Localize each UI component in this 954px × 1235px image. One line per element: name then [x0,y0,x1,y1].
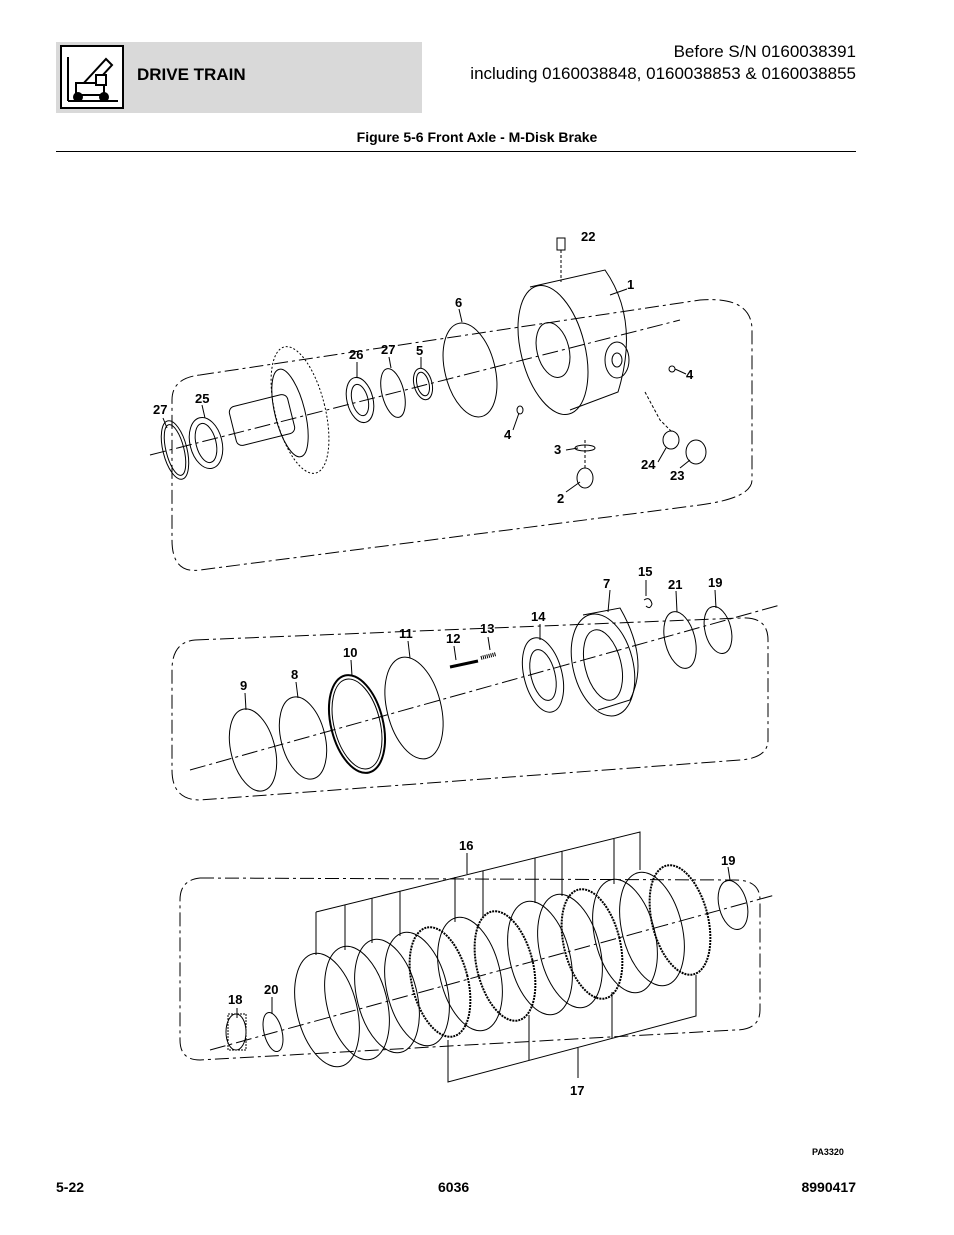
differential-carrier [228,394,296,446]
callout-4b: 4 [686,367,694,382]
serial-line-2: including 0160038848, 0160038853 & 01600… [470,64,856,83]
callout-13: 13 [480,621,494,636]
part-20-ring [262,1011,284,1053]
callout-27b: 27 [381,342,395,357]
page-number: 5-22 [56,1179,85,1195]
callout-23: 23 [670,468,684,483]
telehandler-icon [60,45,124,109]
callout-5: 5 [416,343,423,358]
part-4-plug [516,405,524,415]
callout-4a: 4 [504,427,512,442]
callout-16: 16 [459,838,473,853]
part-12-bolt [449,659,479,669]
part-21-ring [663,611,697,669]
part-25-bearing [188,416,224,470]
part-19-ring-b [717,880,749,930]
callout-9: 9 [240,678,247,693]
callout-18: 18 [228,992,242,1007]
callout-21: 21 [668,577,682,592]
figure-title: Figure 5-6 Front Axle - M-Disk Brake [356,129,598,145]
part-11-ring [384,656,444,760]
part-6-o-ring [442,322,498,418]
callout-27a: 27 [153,402,167,417]
group-boundary-lower [179,877,761,1061]
callout-7: 7 [603,576,610,591]
part-10-ring [328,674,386,774]
part-2-plug [576,467,594,489]
callout-24: 24 [641,457,656,472]
part-15-clip [643,598,653,609]
callout-bracket-16 [315,831,641,955]
manual-number: 8990417 [801,1179,856,1195]
part-13-spring [480,652,497,660]
callout-19a: 19 [708,575,722,590]
callout-12: 12 [446,631,460,646]
part-19-ring [703,606,733,654]
callout-2: 2 [557,491,564,506]
callout-26: 26 [349,347,363,362]
callout-3: 3 [554,442,561,457]
model-number: 6036 [438,1179,470,1195]
part-7-piston [570,613,636,717]
part-14-plate [521,637,565,713]
part-9-ring [228,708,278,792]
callout-17: 17 [570,1083,584,1098]
section-title: DRIVE TRAIN [137,65,246,84]
callout-14: 14 [531,609,546,624]
part-24-washer [662,430,680,450]
callout-15: 15 [638,564,652,579]
part-4-plug-b [668,365,676,373]
callout-19b: 19 [721,853,735,868]
callout-10: 10 [343,645,357,660]
callout-8: 8 [291,667,298,682]
part-8-ring [278,696,328,780]
group-boundary-upper [171,299,753,571]
part-22-fitting [556,237,566,251]
axis-middle [189,604,781,771]
brake-disc-stack [294,952,360,1068]
part-26-bearing [345,376,375,424]
group-boundary-middle [171,617,769,801]
part-5-ring [412,367,434,401]
part-27-ring-b [380,368,406,418]
callout-6: 6 [455,295,462,310]
callout-11: 11 [399,626,413,641]
part-1-housing [517,284,589,416]
callout-1: 1 [627,277,634,292]
part-27-ring [160,420,190,480]
callout-20: 20 [264,982,278,997]
part-18-hub [225,1013,247,1051]
part-23-plug [685,439,707,465]
figure-code: PA3320 [812,1147,844,1157]
serial-range: Before S/N 0160038391 including 01600388… [470,41,856,85]
axis-lower [209,894,776,1051]
serial-line-1: Before S/N 0160038391 [673,42,856,61]
header-rule [56,151,856,152]
callout-bracket-17 [447,975,697,1083]
callout-25: 25 [195,391,209,406]
callout-22: 22 [581,229,595,244]
